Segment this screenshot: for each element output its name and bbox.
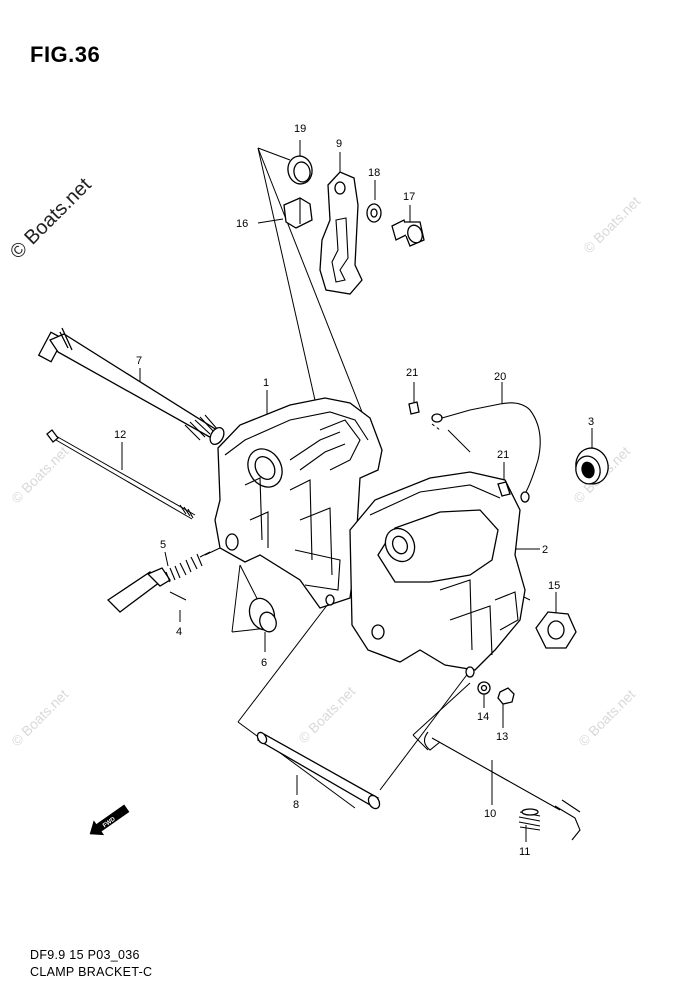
model-code: DF9.9 15 P03_036 <box>30 948 140 962</box>
diagram-name: CLAMP BRACKET-C <box>30 965 153 979</box>
callout-11: 11 <box>519 846 530 858</box>
callout-5: 5 <box>160 539 166 551</box>
callout-6: 6 <box>261 657 267 669</box>
callout-4: 4 <box>176 626 182 638</box>
part-19-clip <box>287 155 313 185</box>
part-7-shaft <box>37 327 225 446</box>
callout-12: 12 <box>114 429 126 441</box>
part-16-pad <box>283 197 313 229</box>
part-21-bolt <box>408 401 511 497</box>
part-18-washer <box>366 203 382 223</box>
part-9-hook-plate <box>319 171 363 295</box>
part-11-spring <box>518 808 541 831</box>
callout-17: 17 <box>403 191 415 203</box>
callout-16: 16 <box>236 218 248 230</box>
part-1-clamp-bracket <box>214 397 383 609</box>
callout-10: 10 <box>484 808 496 820</box>
part-15-nut <box>535 611 577 649</box>
part-6-cap <box>248 597 277 633</box>
callout-7: 7 <box>136 355 142 367</box>
callout-18: 18 <box>368 167 380 179</box>
part-20-wire <box>431 402 541 503</box>
callout-14: 14 <box>477 711 489 723</box>
part-10-rod <box>423 731 581 841</box>
part-4-pin <box>169 591 187 601</box>
part-3-bearing <box>575 447 609 485</box>
part-14-washer <box>477 681 491 695</box>
callout-1: 1 <box>263 377 269 389</box>
callout-15: 15 <box>548 580 560 592</box>
part-2-clamp-bracket <box>349 471 526 678</box>
callout-2: 2 <box>542 544 548 556</box>
callout-8: 8 <box>293 799 299 811</box>
forward-arrow-icon: FWD <box>89 804 130 836</box>
callout-labels: 19 9 18 17 16 7 1 21 20 3 12 21 2 5 15 4… <box>114 123 594 858</box>
callout-9: 9 <box>336 138 342 150</box>
callout-21a: 21 <box>406 367 418 379</box>
part-13-nut <box>497 687 515 705</box>
callout-20: 20 <box>494 371 506 383</box>
figure-title: FIG.36 <box>30 42 101 67</box>
part-12-bolt <box>46 429 196 520</box>
callout-13: 13 <box>496 731 508 743</box>
part-8-rod <box>256 731 381 810</box>
part-5-lever <box>106 551 211 613</box>
callout-19: 19 <box>294 123 306 135</box>
part-17-bolt <box>391 219 425 247</box>
callout-21b: 21 <box>497 449 509 461</box>
callout-3: 3 <box>588 416 594 428</box>
